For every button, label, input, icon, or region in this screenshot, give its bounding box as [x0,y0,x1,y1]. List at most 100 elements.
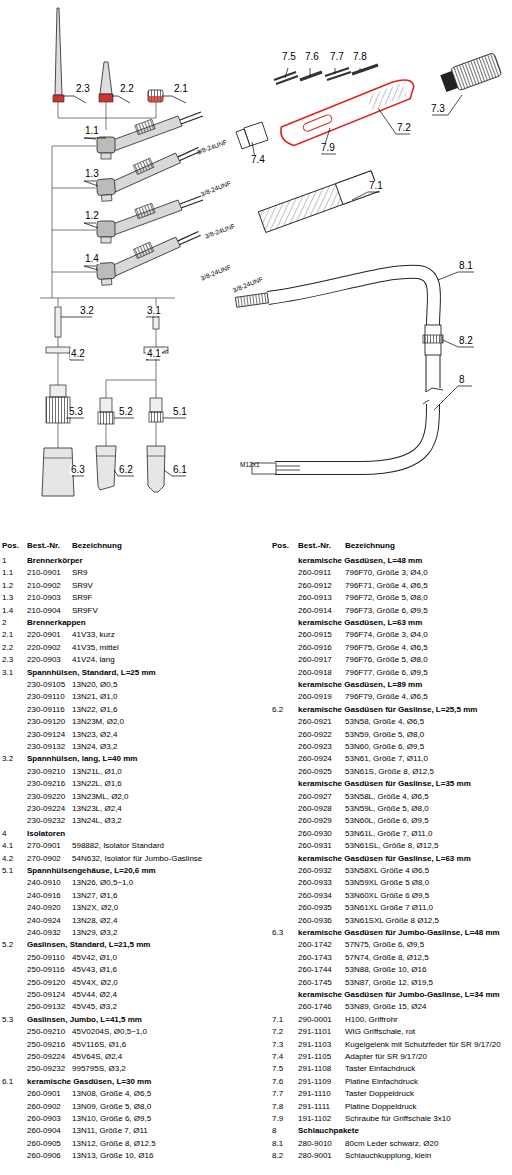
order-number: 260-0925 [298,768,332,776]
thread-label: M12x1 [240,462,260,469]
group-heading: keramische Gasdüsen für Gaslinse, L=35 m… [298,780,471,788]
part-description: Platine Doppeldruck [345,1103,417,1111]
group-heading: Brennerkappen [27,619,86,627]
part-description: 13N20, Ø0,5 [72,681,117,689]
order-number: 240-0916 [27,892,61,900]
order-number: 230-09210 [27,768,65,776]
order-number: 260-0936 [298,917,332,925]
callout-number: 5.2 [118,407,134,417]
part-description: 45V43, Ø1,6 [72,966,117,974]
callout-number: 6.2 [118,465,134,475]
callout-number: 4.1 [146,349,162,359]
order-number: 250-09120 [27,979,65,987]
part-description: 45V116S, Ø1,6 [72,1041,126,1049]
part-description: 796F71, Größe 4, Ø6,5 [345,582,428,590]
order-number: 260-0927 [298,793,332,801]
part-description: 54N632, Isolator für Jumbo-Gaslinse [72,855,202,863]
callout-number: 7.1 [368,181,384,191]
exploded-view [0,0,512,530]
order-number: 240-0910 [27,879,61,887]
order-number: 291-1101 [298,1028,331,1036]
part-description: 13N26, Ø0,5~1,0 [72,879,133,887]
part-description: 45V0204S, Ø0,5~1,0 [72,1028,147,1036]
order-number: 250-09124 [27,991,65,999]
position-number: 4 [2,830,6,838]
position-number: 7.4 [272,1053,283,1061]
order-number: 260-0901 [27,1090,61,1098]
position-number: 8 [272,1127,276,1135]
part-description: 53N58XL Größe 4 Ø6,5 [345,867,429,875]
part-description: 796F70, Größe 3, Ø4,0 [345,569,428,577]
position-number: 5.2 [2,941,13,949]
position-number: 2.3 [2,656,13,664]
callout-number: 1.3 [84,169,100,179]
order-number: 260-0911 [298,569,331,577]
order-number: 260-0933 [298,879,332,887]
part-description: 13N22, Ø1,6 [72,706,117,714]
order-number: 250-09232 [27,1065,65,1073]
order-number: 260-0934 [298,892,332,900]
part-description: 53N61S, Größe 8, Ø12,5 [345,768,434,776]
thread-label: 3/8-24UNF [204,223,236,240]
order-number: 260-0924 [298,755,332,763]
order-number: 260-1743 [298,954,332,962]
group-heading: Schlauchpakete [298,1127,359,1135]
part-description: 796F79, Größe 4, Ø6,5 [345,693,428,701]
part-description: 41V24, lang [72,656,115,664]
part-description: 13N23L, Ø2,4 [72,805,122,813]
position-number: 8.1 [272,1140,283,1148]
part-description: 13N13, Größe 10, Ø16 [72,1152,153,1160]
order-number: 291-1105 [298,1053,331,1061]
position-number: 7.8 [272,1103,283,1111]
order-number: 260-0915 [298,631,332,639]
position-number: 6.3 [272,929,283,937]
order-number: 260-0935 [298,904,332,912]
order-number: 210-0901 [27,569,61,577]
position-number: 3.1 [2,669,13,677]
part-description: 53N60, Größe 6, Ø9,5 [345,743,424,751]
order-number: 260-0923 [298,743,332,751]
position-number: 5.3 [2,1016,13,1024]
part-description: 13N28, Ø2,4 [72,917,117,925]
order-number: 291-1109 [298,1078,331,1086]
order-number: 210-0903 [27,594,61,602]
part-description: 53N61SXL Größe 8 Ø12,5 [345,917,439,925]
part-description: 13N23M, Ø2,0 [72,718,124,726]
part-description: Schlauchkupplung, klein [345,1152,431,1160]
order-number: 230-09110 [27,693,65,701]
part-description: SR9F [72,594,92,602]
order-number: 260-0916 [298,644,332,652]
part-description: 13N12, Größe 8, Ø12,5 [72,1140,156,1148]
group-heading: keramische Gasdüsen für Gaslinse, L=63 m… [298,855,471,863]
thread-label: 3/8-24UNF [232,276,264,294]
group-heading: keramische Gasdüsen für Gaslinse, L=25,5… [298,706,477,714]
callout-number: 8.1 [458,261,474,271]
order-number: 260-1745 [298,979,332,987]
position-number: 7.5 [272,1065,283,1073]
order-number: 230-09116 [27,706,65,714]
order-number: 191-1102 [298,1115,331,1123]
position-number: 5.1 [2,867,13,875]
order-number: 290-0001 [298,1016,332,1024]
order-number: 260-0919 [298,693,332,701]
position-number: 7.2 [272,1028,283,1036]
part-description: 995795S, Ø3,2 [72,1065,126,1073]
order-number: 260-0921 [298,718,332,726]
part-description: 13N2X, Ø2,0 [72,904,118,912]
part-description: 45V44, Ø2,4 [72,991,117,999]
order-number: 250-09224 [27,1053,65,1061]
part-description: 53N88, Größe 10, Ø16 [345,966,426,974]
group-heading: keramische Gasdüsen für Jumbo-Gaslinse, … [298,929,500,937]
part-description: 45V42, Ø1,0 [72,954,117,962]
group-heading: Gaslinsen, Jumbo, L=41,5 mm [27,1016,142,1024]
callout-number: 2.3 [75,84,91,94]
part-description: 45V4X, Ø2,0 [72,979,118,987]
callout-number: 7.3 [430,104,446,114]
order-number: 280-9010 [298,1140,332,1148]
order-number: 260-0903 [27,1115,61,1123]
part-description: 13N09, Größe 5, Ø8,0 [72,1103,151,1111]
part-description: 13N27, Ø1,6 [72,892,117,900]
part-description: 13N24L, Ø3,2 [72,817,122,825]
group-heading: Brennerkörper [27,557,83,565]
order-number: 230-09105 [27,681,65,689]
